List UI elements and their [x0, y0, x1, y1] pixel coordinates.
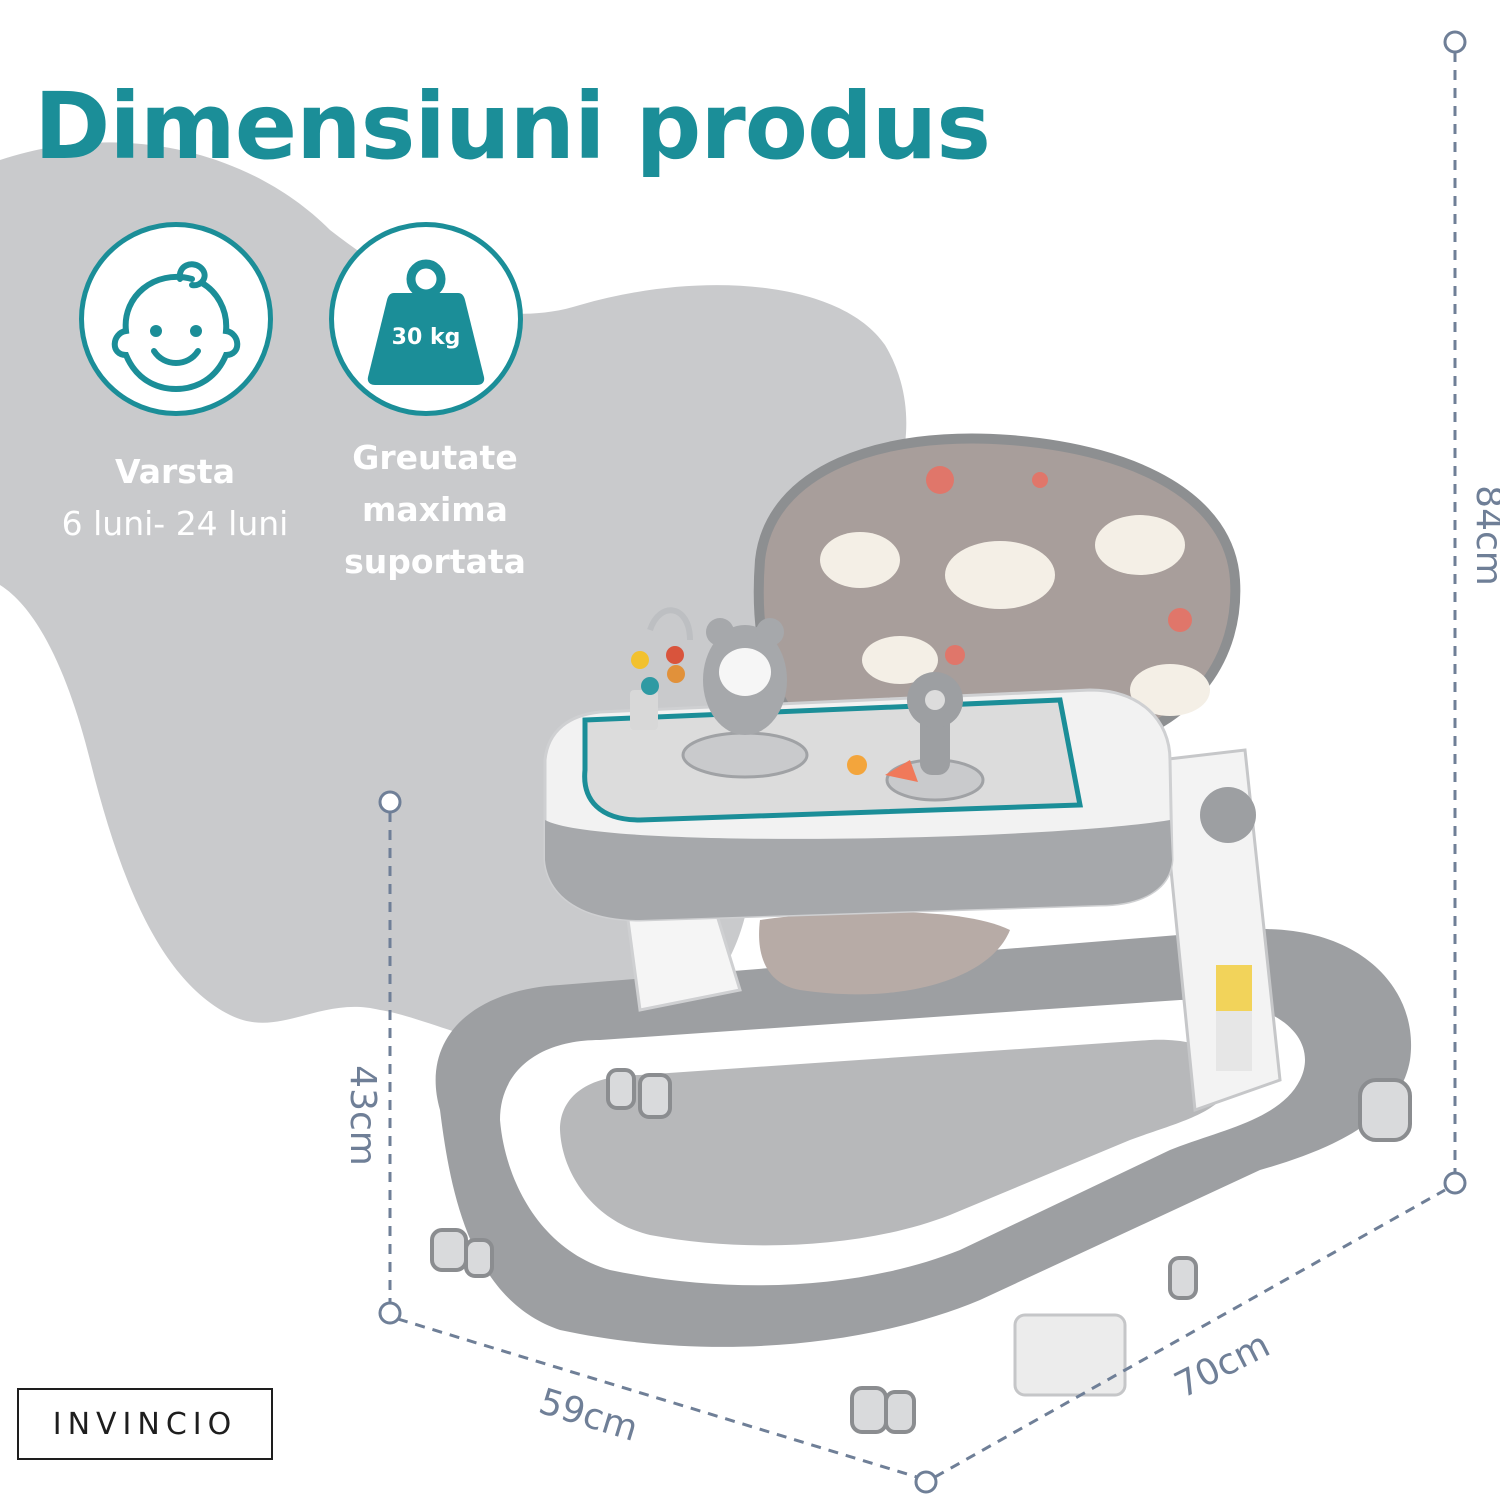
weight-icon [367, 259, 485, 385]
page-title: Dimensiuni produs [34, 73, 991, 180]
age-range: 6 luni- 24 luni [61, 504, 289, 543]
weight-value: 30 kg [391, 325, 461, 350]
weight-caption-line-1: Greutate [352, 438, 518, 477]
age-badge [79, 222, 273, 416]
weight-caption: Greutate maxima suportata [320, 432, 550, 588]
width-line [397, 1317, 918, 1479]
baby-face-icon [111, 261, 241, 393]
age-caption: Varsta 6 luni- 24 luni [40, 446, 310, 550]
walker-wheels [430, 1068, 1412, 1434]
seat-pattern [820, 515, 1210, 716]
height-seat-label: 43cm [341, 1065, 383, 1166]
height-total-label: 84cm [1467, 485, 1500, 586]
age-label: Varsta [115, 452, 235, 491]
depth-line [934, 1188, 1446, 1479]
weight-badge: 30 kg [329, 222, 523, 416]
weight-caption-line-2: maxima [362, 490, 508, 529]
brand-logo: INVINCIO [17, 1388, 273, 1460]
weight-caption-line-3: suportata [344, 542, 526, 581]
